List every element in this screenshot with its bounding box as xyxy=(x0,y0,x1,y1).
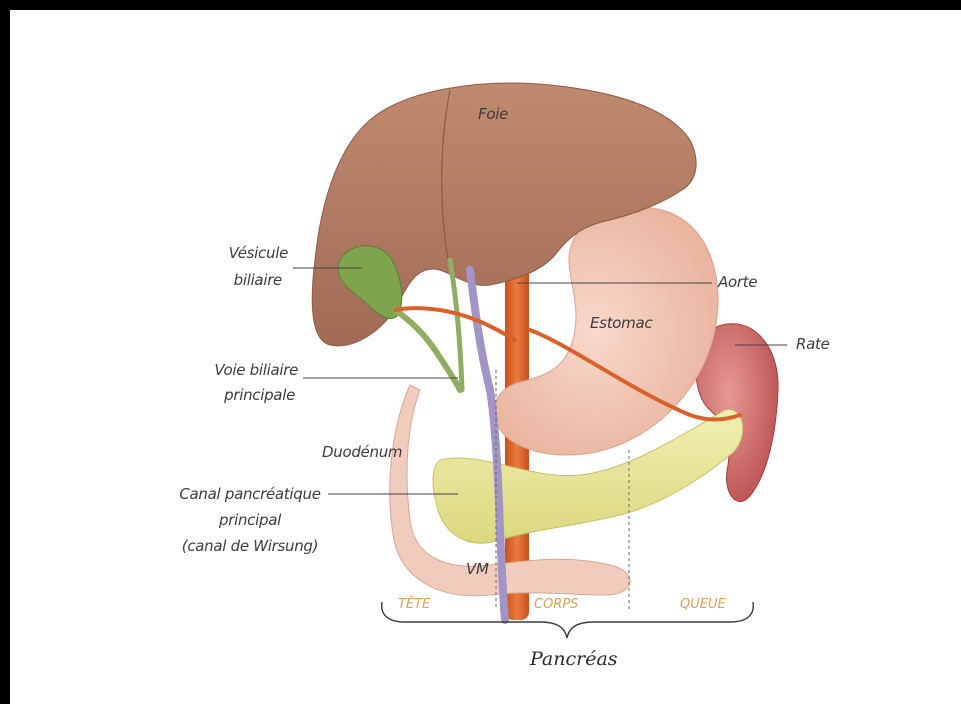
label-vesicule-line2: biliaire xyxy=(210,270,282,290)
label-vesicule-line1: Vésicule xyxy=(210,243,288,263)
label-canal-line2: principal xyxy=(170,510,330,530)
label-aorte: Aorte xyxy=(718,272,757,292)
label-estomac: Estomac xyxy=(590,313,652,333)
label-canal-line3: (canal de Wirsung) xyxy=(170,536,330,556)
segment-corps: CORPS xyxy=(534,597,578,612)
segment-tete: TÊTE xyxy=(398,597,430,612)
label-duodenum: Duodénum xyxy=(322,442,402,462)
pancreas-title: Pancréas xyxy=(530,648,618,670)
label-voie-line1: Voie biliaire xyxy=(170,360,298,380)
label-vm: VM xyxy=(466,559,489,579)
segment-queue: QUEUE xyxy=(680,597,726,612)
diagram-frame: Foie Vésicule biliaire Aorte Estomac Rat… xyxy=(10,10,961,704)
label-rate: Rate xyxy=(796,334,830,354)
label-voie-line2: principale xyxy=(170,385,295,405)
label-foie: Foie xyxy=(478,104,508,124)
label-canal-line1: Canal pancréatique xyxy=(170,484,330,504)
